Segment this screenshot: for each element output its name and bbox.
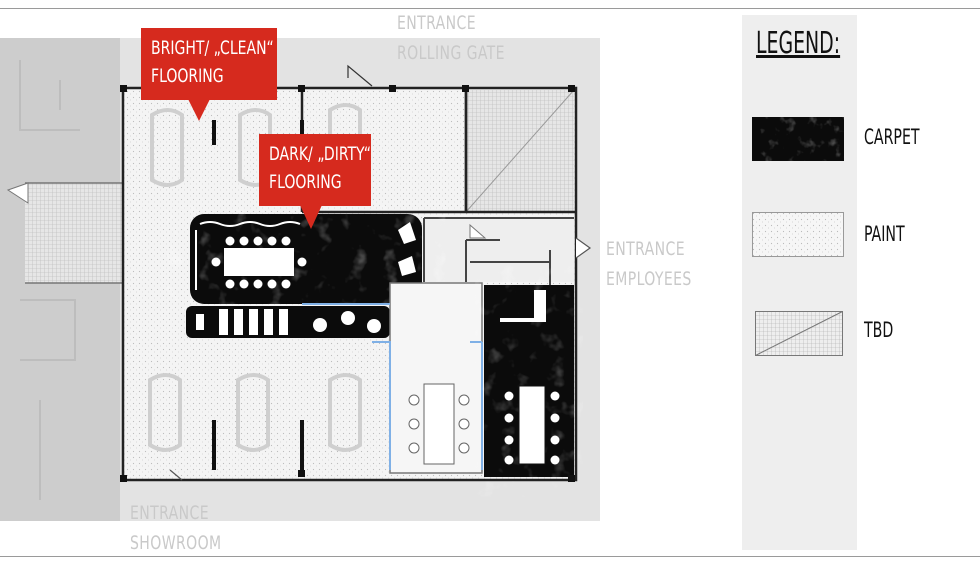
office-desk [500,290,546,322]
legend-label-carpet: CARPET [864,125,920,149]
employee-walls [423,217,574,285]
entrance-showroom-line2: SHOWROOM [130,532,222,554]
entrance-rolling-gate-line1: ENTRANCE [397,12,477,34]
display-cars-bottom [148,373,362,452]
lounge-carpet-texture [190,214,422,304]
employee-corridor [424,218,574,282]
top-border [0,8,980,9]
outer-walls [121,86,578,482]
entrance-rolling-gate-line2: ROLLING GATE [397,42,505,64]
callout-clean-line1: BRIGHT/ „CLEAN“ [151,37,274,59]
callout-clean-line2: FLOORING [151,65,224,87]
annex-door [6,182,29,204]
lounge-armchairs [398,222,416,276]
rolling-gate-door [347,64,373,87]
office-table [518,385,546,465]
entrance-employees-line2: EMPLOYEES [606,268,692,290]
callout-clean-flooring: BRIGHT/ „CLEAN“ FLOORING [141,28,277,100]
entrance-showroom-label: ENTRANCE SHOWROOM [130,498,222,558]
legend-panel [742,15,857,550]
callout-dirty-pointer [300,205,322,229]
entrance-employees-line1: ENTRANCE [606,238,686,260]
tbd-swatch [755,311,843,356]
employee-door [469,223,487,239]
lounge-chairs [211,236,307,289]
entrance-employees-label: ENTRANCE EMPLOYEES [606,234,692,294]
floor-plan [0,38,600,521]
legend-label-tbd: TBD [864,318,894,342]
paint-swatch [752,212,844,257]
office-chairs [504,391,560,465]
legend-label-paint: PAINT [864,222,905,246]
entrance-showroom-line1: ENTRANCE [130,502,210,524]
neighbour-walls [19,60,80,500]
entrance-rolling-gate-label: ENTRANCE ROLLING GATE [397,8,505,68]
lounge-table [224,248,294,276]
callout-dirty-flooring: DARK/ „DIRTY“ FLOORING [259,134,371,206]
employee-entrance-door [575,237,592,259]
lounge-sofa [195,221,301,290]
meeting-chairs [408,394,470,454]
callout-dirty-line2: FLOORING [269,171,342,193]
bottom-border [0,556,980,557]
meeting-table [423,383,455,465]
reception-desk-units [196,309,381,335]
callout-dirty-line1: DARK/ „DIRTY“ [269,143,371,165]
callout-clean-pointer [188,99,210,121]
carpet-swatch [752,117,844,161]
glass-partition [372,341,483,470]
showroom-entrance-door [169,469,183,481]
annex-tbd-area [25,183,123,283]
annex-walls [25,182,123,284]
legend-title: LEGEND: [756,26,841,61]
structural-columns [120,85,575,482]
storage-diagonal [465,89,575,213]
